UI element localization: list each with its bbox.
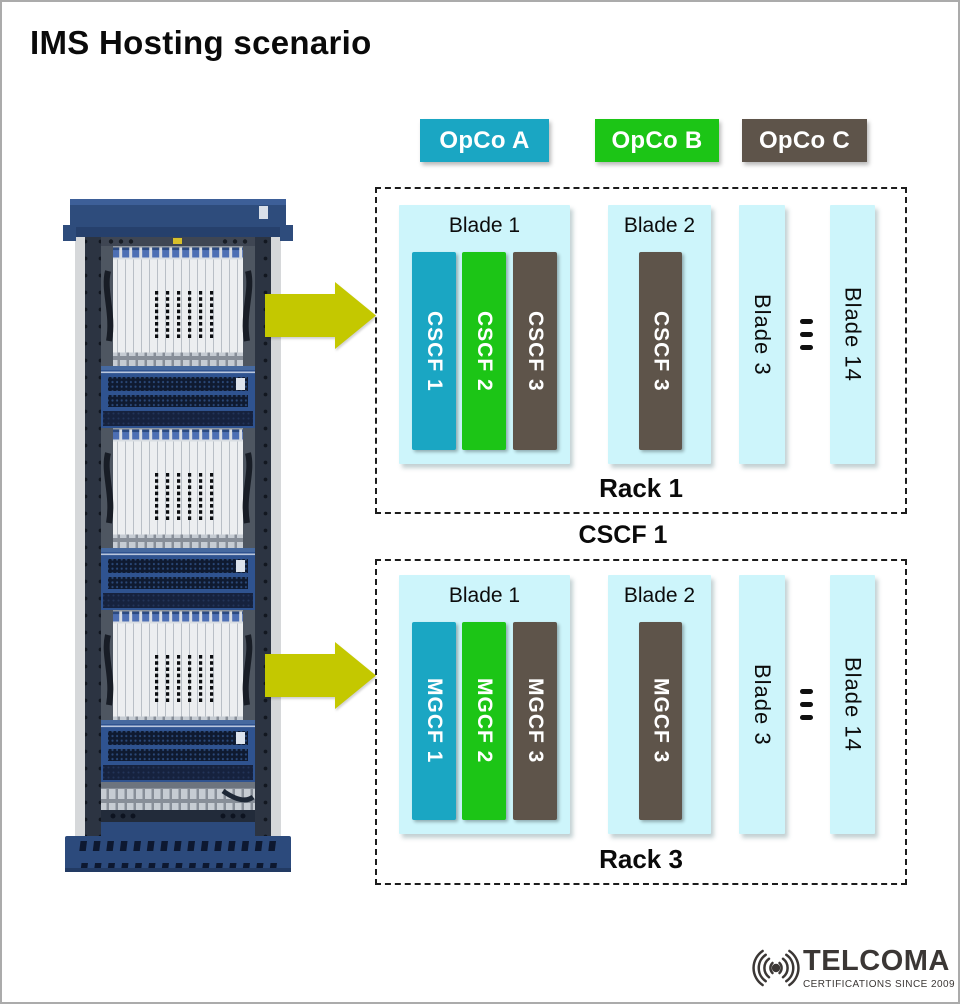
blade-title: Blade 1 <box>448 214 521 237</box>
mgcf3-bar: MGCF 3 <box>513 622 557 820</box>
blade-title: Blade 2 <box>623 584 696 607</box>
ellipsis-dots <box>800 689 813 720</box>
signal-waves-icon <box>752 949 800 987</box>
telcoma-logo: TELCOMA CERTIFICATIONS SINCE 2009 <box>752 945 955 991</box>
blade-title: Blade 1 <box>448 584 521 607</box>
blade1-panel: Blade 1 MGCF 1 MGCF 2 MGCF 3 <box>399 575 570 834</box>
blade2-panel: Blade 2 MGCF 3 <box>608 575 711 834</box>
server-rack-photo <box>63 199 293 872</box>
brand-name: TELCOMA <box>803 944 950 977</box>
mgcf3-bar: MGCF 3 <box>639 622 682 820</box>
legend-opco-c: OpCo C <box>742 119 867 162</box>
blade14-panel: Blade 14 <box>830 205 875 464</box>
rack3-label: Rack 3 <box>599 844 683 874</box>
blade14-panel: Blade 14 <box>830 575 875 834</box>
legend-label: OpCo B <box>611 126 703 154</box>
legend-opco-b: OpCo B <box>595 119 719 162</box>
brand-text: TELCOMA CERTIFICATIONS SINCE 2009 <box>803 944 956 990</box>
legend-opco-a: OpCo A <box>420 119 549 162</box>
legend-label: OpCo C <box>758 126 851 154</box>
cscf3-bar: CSCF 3 <box>639 252 682 450</box>
arrow-right-icon <box>265 282 376 349</box>
blade1-panel: Blade 1 CSCF 1 CSCF 2 CSCF 3 <box>399 205 570 464</box>
page-title: IMS Hosting scenario <box>30 24 372 61</box>
blade3-panel: Blade 3 <box>739 205 785 464</box>
cscf2-bar: CSCF 2 <box>462 252 506 450</box>
brand-tagline: CERTIFICATIONS SINCE 2009 <box>803 978 956 990</box>
mgcf2-bar: MGCF 2 <box>462 622 506 820</box>
ellipsis-dots <box>800 319 813 350</box>
rack1-label: Rack 1 <box>599 473 683 503</box>
rack3-group: Blade 1 MGCF 1 MGCF 2 MGCF 3 Blade 2 MGC… <box>375 559 907 885</box>
cscf3-bar: CSCF 3 <box>513 252 557 450</box>
rack1-group: Blade 1 CSCF 1 CSCF 2 CSCF 3 Blade 2 CSC… <box>375 187 907 514</box>
cscf1-caption: CSCF 1 <box>578 521 668 549</box>
blade3-panel: Blade 3 <box>739 575 785 834</box>
blade2-panel: Blade 2 CSCF 3 <box>608 205 711 464</box>
arrow-right-icon <box>265 642 376 709</box>
cscf1-bar: CSCF 1 <box>412 252 456 450</box>
legend-label: OpCo A <box>439 126 530 154</box>
blade-title: Blade 2 <box>623 214 696 237</box>
mgcf1-bar: MGCF 1 <box>412 622 456 820</box>
